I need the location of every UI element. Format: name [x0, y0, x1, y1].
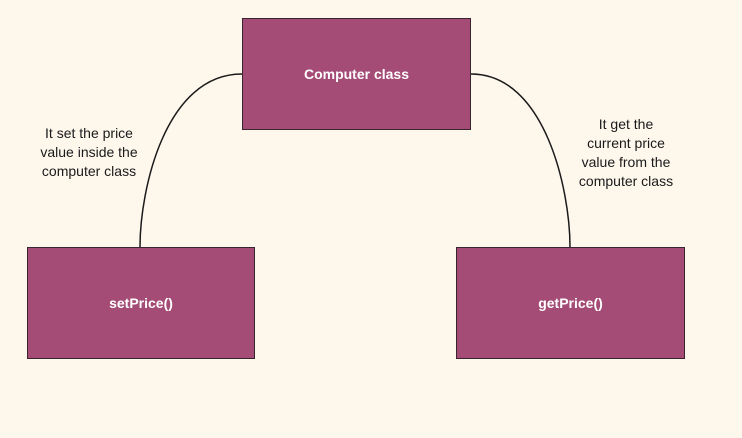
- setprice-annotation-line: computer class: [41, 163, 137, 179]
- computer-class-label: Computer class: [303, 66, 410, 82]
- getprice-annotation-line: computer class: [578, 173, 674, 189]
- computer-class-box: Computer class: [242, 18, 471, 130]
- getprice-annotation: It get the current price value from the …: [556, 115, 696, 191]
- getprice-label: getPrice(): [538, 295, 603, 311]
- connector-class-to-getprice: [470, 73, 571, 248]
- setprice-annotation: It set the price value inside the comput…: [22, 124, 156, 181]
- setprice-box: setPrice(): [27, 247, 255, 359]
- connector-class-to-setprice: [139, 73, 243, 248]
- setprice-annotation-line: value inside the: [40, 144, 138, 160]
- getprice-annotation-line: current price: [587, 135, 665, 151]
- setprice-annotation-line: It set the price: [45, 125, 133, 141]
- getprice-annotation-line: value from the: [581, 154, 671, 170]
- getprice-box: getPrice(): [456, 247, 685, 359]
- setprice-label: setPrice(): [109, 295, 173, 311]
- getprice-annotation-line: It get the: [598, 116, 654, 132]
